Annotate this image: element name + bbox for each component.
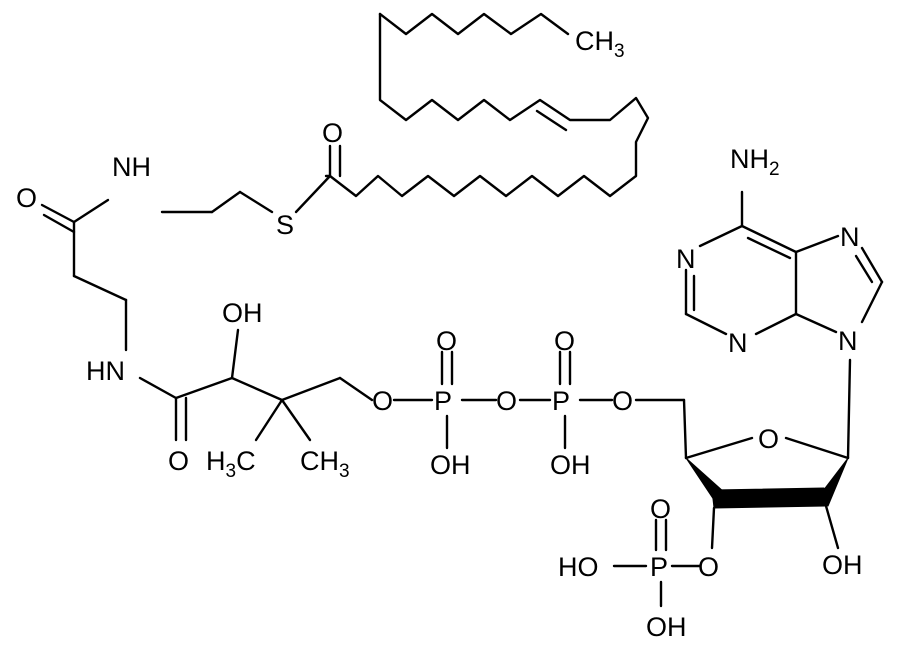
atom-o-ester: O <box>372 386 393 416</box>
upper-amide <box>40 198 110 278</box>
atom-o-amide-lower: O <box>168 446 189 476</box>
double-bond-inner <box>535 109 568 132</box>
atom-s: S <box>276 210 294 240</box>
atom-nh2: NH2 <box>730 144 780 180</box>
atom-p3-o: O <box>650 494 671 524</box>
gem-methyl-left: H3C <box>206 446 256 482</box>
atom-p2-oh: OH <box>550 450 591 480</box>
atom-n3: N <box>728 328 748 358</box>
atom-oh-pantoate: OH <box>222 298 263 328</box>
atom-o-ring: O <box>758 424 779 454</box>
adenine <box>684 190 884 336</box>
thioester-carbonyl <box>328 144 342 178</box>
atom-o-thioester: O <box>322 118 343 148</box>
ribose-ring <box>634 358 852 550</box>
atom-o-bridge: O <box>496 386 517 416</box>
atom-p1: P <box>434 386 452 416</box>
atom-oh-2prime: OH <box>822 550 863 580</box>
pantoate <box>230 328 374 442</box>
atom-p3: P <box>650 552 668 582</box>
atom-o-5prime: O <box>612 386 633 416</box>
atom-n7: N <box>840 222 860 252</box>
atom-n1: N <box>676 244 696 274</box>
atom-p1-o: O <box>436 326 457 356</box>
atom-p2-o: O <box>554 326 575 356</box>
atom-o-amide-upper: O <box>16 183 37 213</box>
fatty-acyl-chain <box>324 12 650 198</box>
atom-o-3prime: O <box>698 552 719 582</box>
gem-methyl-right: CH3 <box>300 446 350 482</box>
ch3-terminal: CH3 <box>575 26 625 62</box>
ribose-3-phosphate <box>612 518 702 608</box>
atom-p3-ho: HO <box>558 552 599 582</box>
atom-p3-oh: OH <box>646 612 687 642</box>
wedge-c3c2 <box>711 487 827 509</box>
beta-alanine <box>72 274 128 352</box>
atom-p2: P <box>552 386 570 416</box>
diphosphate <box>392 350 614 450</box>
wedge-c1 <box>815 457 849 507</box>
atom-p1-oh: OH <box>430 450 471 480</box>
cysteamine-linker <box>160 174 332 214</box>
lower-amide <box>138 376 234 442</box>
atom-n9: N <box>838 326 858 356</box>
atom-hn-lower: HN <box>86 356 125 386</box>
atom-nh-upper: NH <box>112 152 151 182</box>
